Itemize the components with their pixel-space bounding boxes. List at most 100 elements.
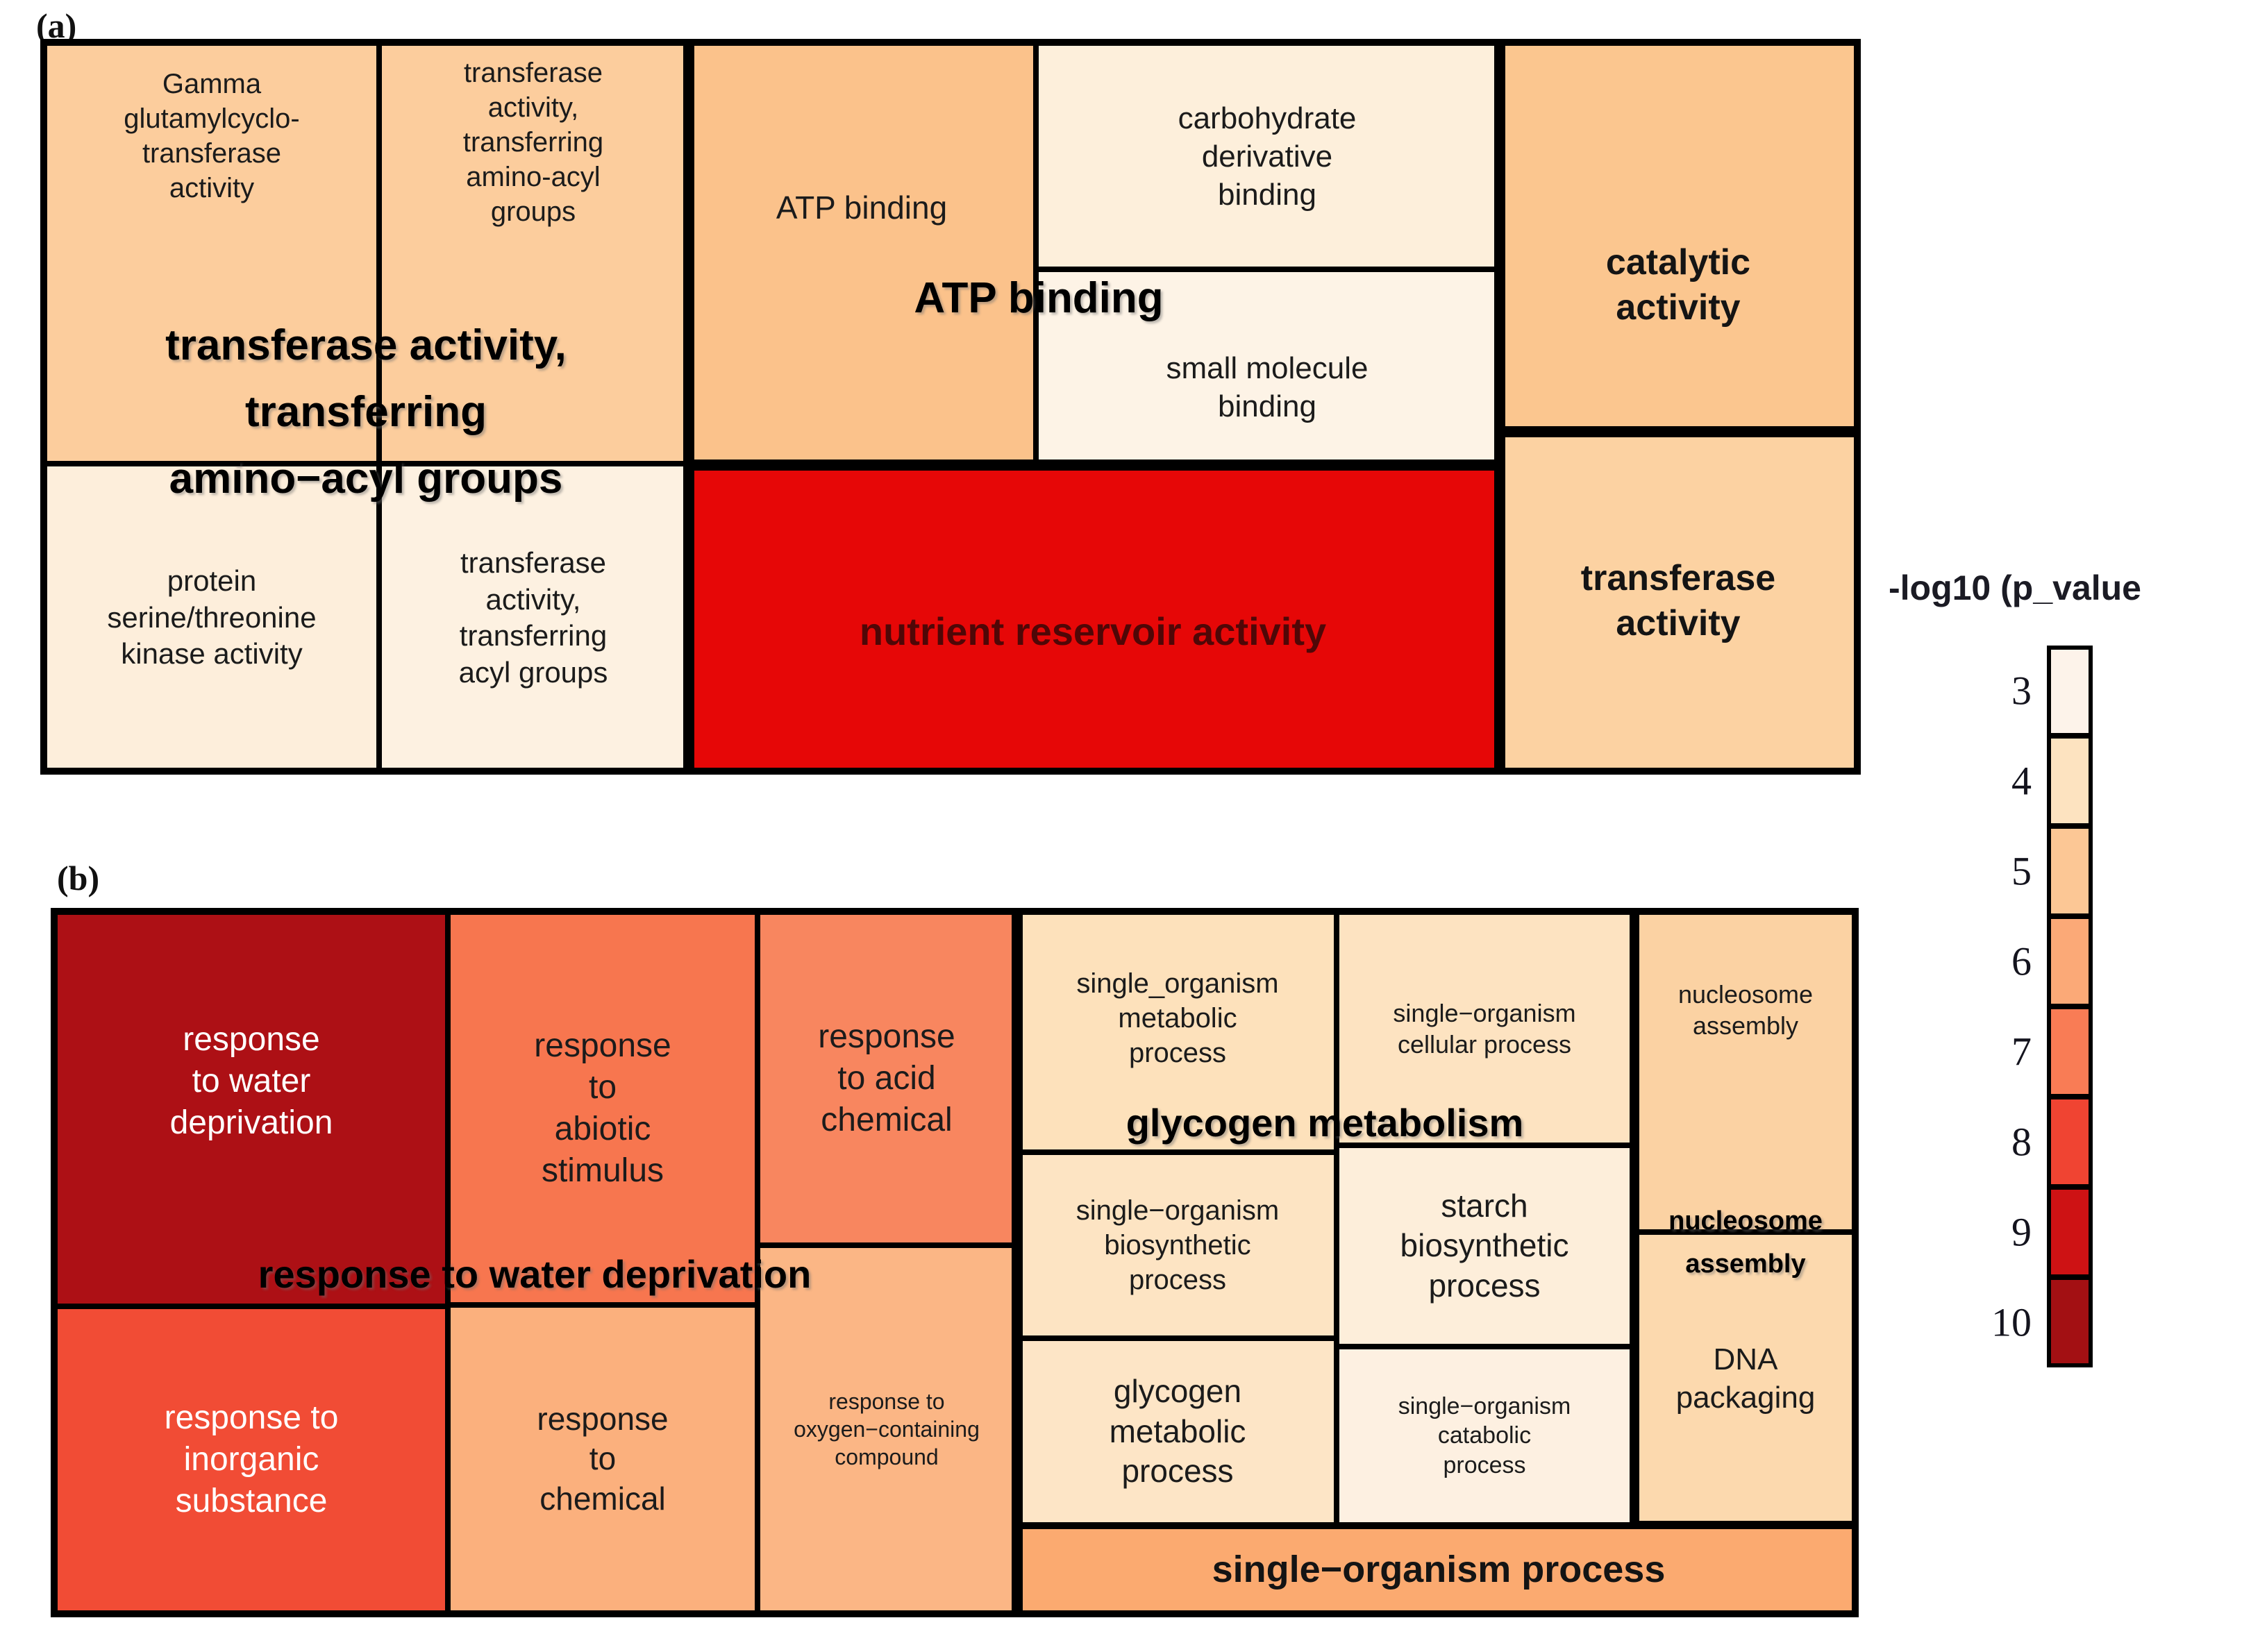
cell-label-line: single_organism [1076, 968, 1279, 999]
cell-label-nutrient-reservoir-activity: nutrient reservoir activity [860, 607, 1326, 656]
cell-label-line: to [589, 1440, 617, 1477]
group-label-line: transferring [245, 388, 487, 436]
cell-label-response-to-water-deprivation: response to water deprivation [170, 1019, 333, 1144]
cell-label-line: transferase [1580, 558, 1776, 598]
cell-label-line: process [1443, 1451, 1526, 1478]
legend-swatch-4 [2047, 736, 2093, 826]
cell-response-to-acid-chemical: response to acid chemical [758, 912, 1016, 1245]
cell-label-line: biosynthetic [1104, 1230, 1251, 1261]
cell-label-response-to-acid-chemical: response to acid chemical [818, 1016, 955, 1141]
cell-label-line: transferase [142, 138, 282, 169]
legend-tick-7: 7 [2011, 1029, 2032, 1074]
legend-tick-8: 8 [2011, 1119, 2032, 1165]
legend-swatch-5 [2047, 826, 2093, 916]
cell-label-line: protein [167, 564, 257, 598]
cell-label-line: catabolic [1437, 1422, 1532, 1449]
cell-label-line: process [1428, 1267, 1541, 1304]
cell-nutrient-reservoir-activity: nutrient reservoir activity [687, 464, 1498, 772]
cell-label-line: activity [1616, 287, 1741, 328]
legend-tick-6: 6 [2011, 938, 2032, 984]
cell-label-line: response to [164, 1399, 339, 1436]
cell-label-line: abiotic [554, 1111, 651, 1147]
cell-label-line: biosynthetic [1400, 1227, 1569, 1264]
cell-label-line: response [818, 1018, 955, 1055]
group-atp-binding-label: ATP binding [914, 265, 1163, 332]
cell-label-line: assembly [1692, 1011, 1799, 1040]
cell-label-line: cellular process [1397, 1030, 1572, 1059]
cell-label-line: to water [192, 1063, 311, 1099]
cell-label-line: to acid [837, 1060, 936, 1097]
cell-label-line: response to [828, 1389, 945, 1414]
cell-label-line: single−organism [1398, 1392, 1571, 1419]
legend-swatch-8 [2047, 1097, 2093, 1187]
cell-label-line: to [588, 1069, 617, 1106]
legend-swatch-3 [2047, 646, 2093, 736]
cell-label-line: glycogen [1113, 1373, 1242, 1410]
group-label-line: glycogen metabolism [1126, 1101, 1524, 1145]
cell-label-line: Gamma [162, 69, 262, 99]
cell-label-atp-binding: ATP binding [776, 188, 947, 228]
cell-label-line: response [534, 1027, 671, 1064]
cell-label-line: amino-acyl [466, 162, 601, 192]
cell-label-line: binding [1218, 177, 1316, 212]
group-label-line: transferase activity, [165, 321, 567, 369]
cell-label-single-organism-cellular-process: single−organism cellular process [1393, 997, 1575, 1060]
legend-tick-3: 3 [2011, 668, 2032, 714]
cell-single-organism-process: single−organism process [1019, 1525, 1859, 1615]
cell-label-line: response [183, 1021, 320, 1058]
cell-label-line: activity [1616, 603, 1741, 643]
cell-transferase-activity: transferase activity [1498, 430, 1858, 772]
cell-label-line: starch [1441, 1187, 1528, 1224]
legend-tick-4: 4 [2011, 758, 2032, 804]
cell-label-line: packaging [1675, 1381, 1816, 1415]
group-label-line: ATP binding [914, 274, 1164, 322]
legend-swatch-9 [2047, 1187, 2093, 1277]
cell-label-line: process [1128, 1265, 1227, 1295]
cell-label-line: chemical [821, 1102, 953, 1138]
cell-label-line: single−organism [1393, 999, 1576, 1027]
cell-label-line: transferase [463, 58, 603, 88]
cell-label-line: carbohydrate [1178, 101, 1357, 135]
cell-label-line: derivative [1201, 139, 1333, 174]
cell-label-line: nutrient reservoir activity [859, 609, 1327, 653]
legend-swatch-7 [2047, 1006, 2093, 1097]
cell-label-line: oxygen−containing [794, 1417, 980, 1442]
legend-swatch-6 [2047, 916, 2093, 1006]
group-response-to-water-deprivation-label: response to water deprivation [258, 1247, 812, 1302]
legend-tick-10: 10 [1991, 1299, 2032, 1345]
cell-label-line: activity [169, 173, 255, 203]
cell-label-line: transferring [462, 127, 604, 158]
cell-label-line: activity, [485, 582, 581, 616]
cell-label-line: deprivation [169, 1104, 333, 1141]
cell-label-line: transferase [460, 546, 607, 579]
cell-atp-binding: ATP binding [687, 43, 1036, 464]
cell-label-line: substance [175, 1483, 328, 1519]
cell-label-line: binding [1218, 389, 1316, 423]
cell-label-line: groups [490, 196, 576, 227]
legend-tick-5: 5 [2011, 848, 2032, 894]
legend-title: -log10 (p_value [1889, 568, 2141, 607]
